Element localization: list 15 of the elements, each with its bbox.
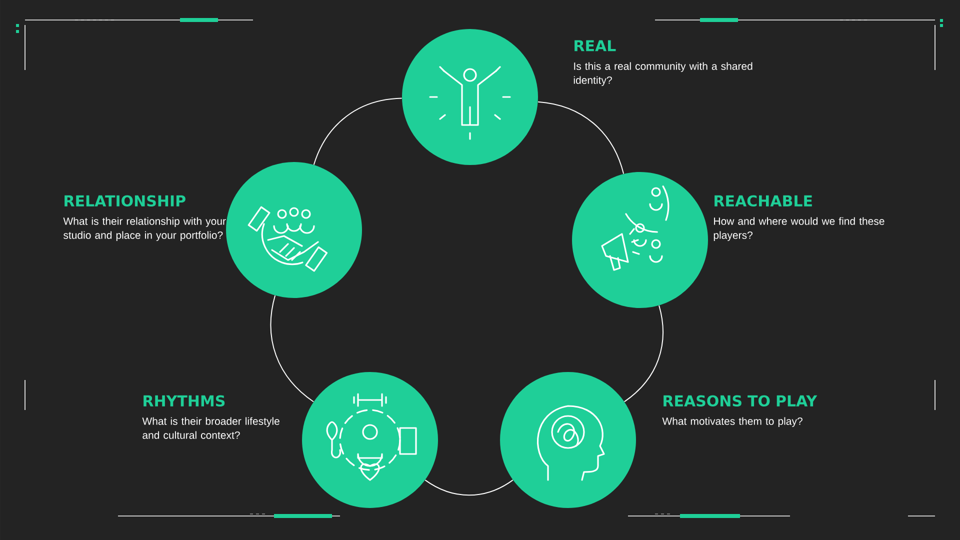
description: What is their relationship with your studio and place in your portfolio?: [63, 217, 226, 241]
ring-arc: [624, 304, 664, 402]
heading: RHYTHMS: [144, 395, 225, 407]
heading: REAL: [574, 40, 616, 52]
heading: RELATIONSHIP: [64, 195, 186, 207]
description: What is their broader lifestyle and cultural context?: [142, 417, 280, 439]
description: What motivates them to play?: [662, 417, 802, 427]
ring-arc: [313, 98, 402, 166]
description: Is this a real community with a shared identity?: [574, 62, 752, 86]
description: How and where would we find these players?: [714, 217, 884, 241]
heading: REASONS TO PLAY: [664, 395, 818, 407]
heading: REACHABLE: [714, 195, 812, 207]
ring-arc: [270, 295, 314, 402]
ring-arc: [538, 101, 624, 174]
ring-arc: [424, 480, 514, 496]
